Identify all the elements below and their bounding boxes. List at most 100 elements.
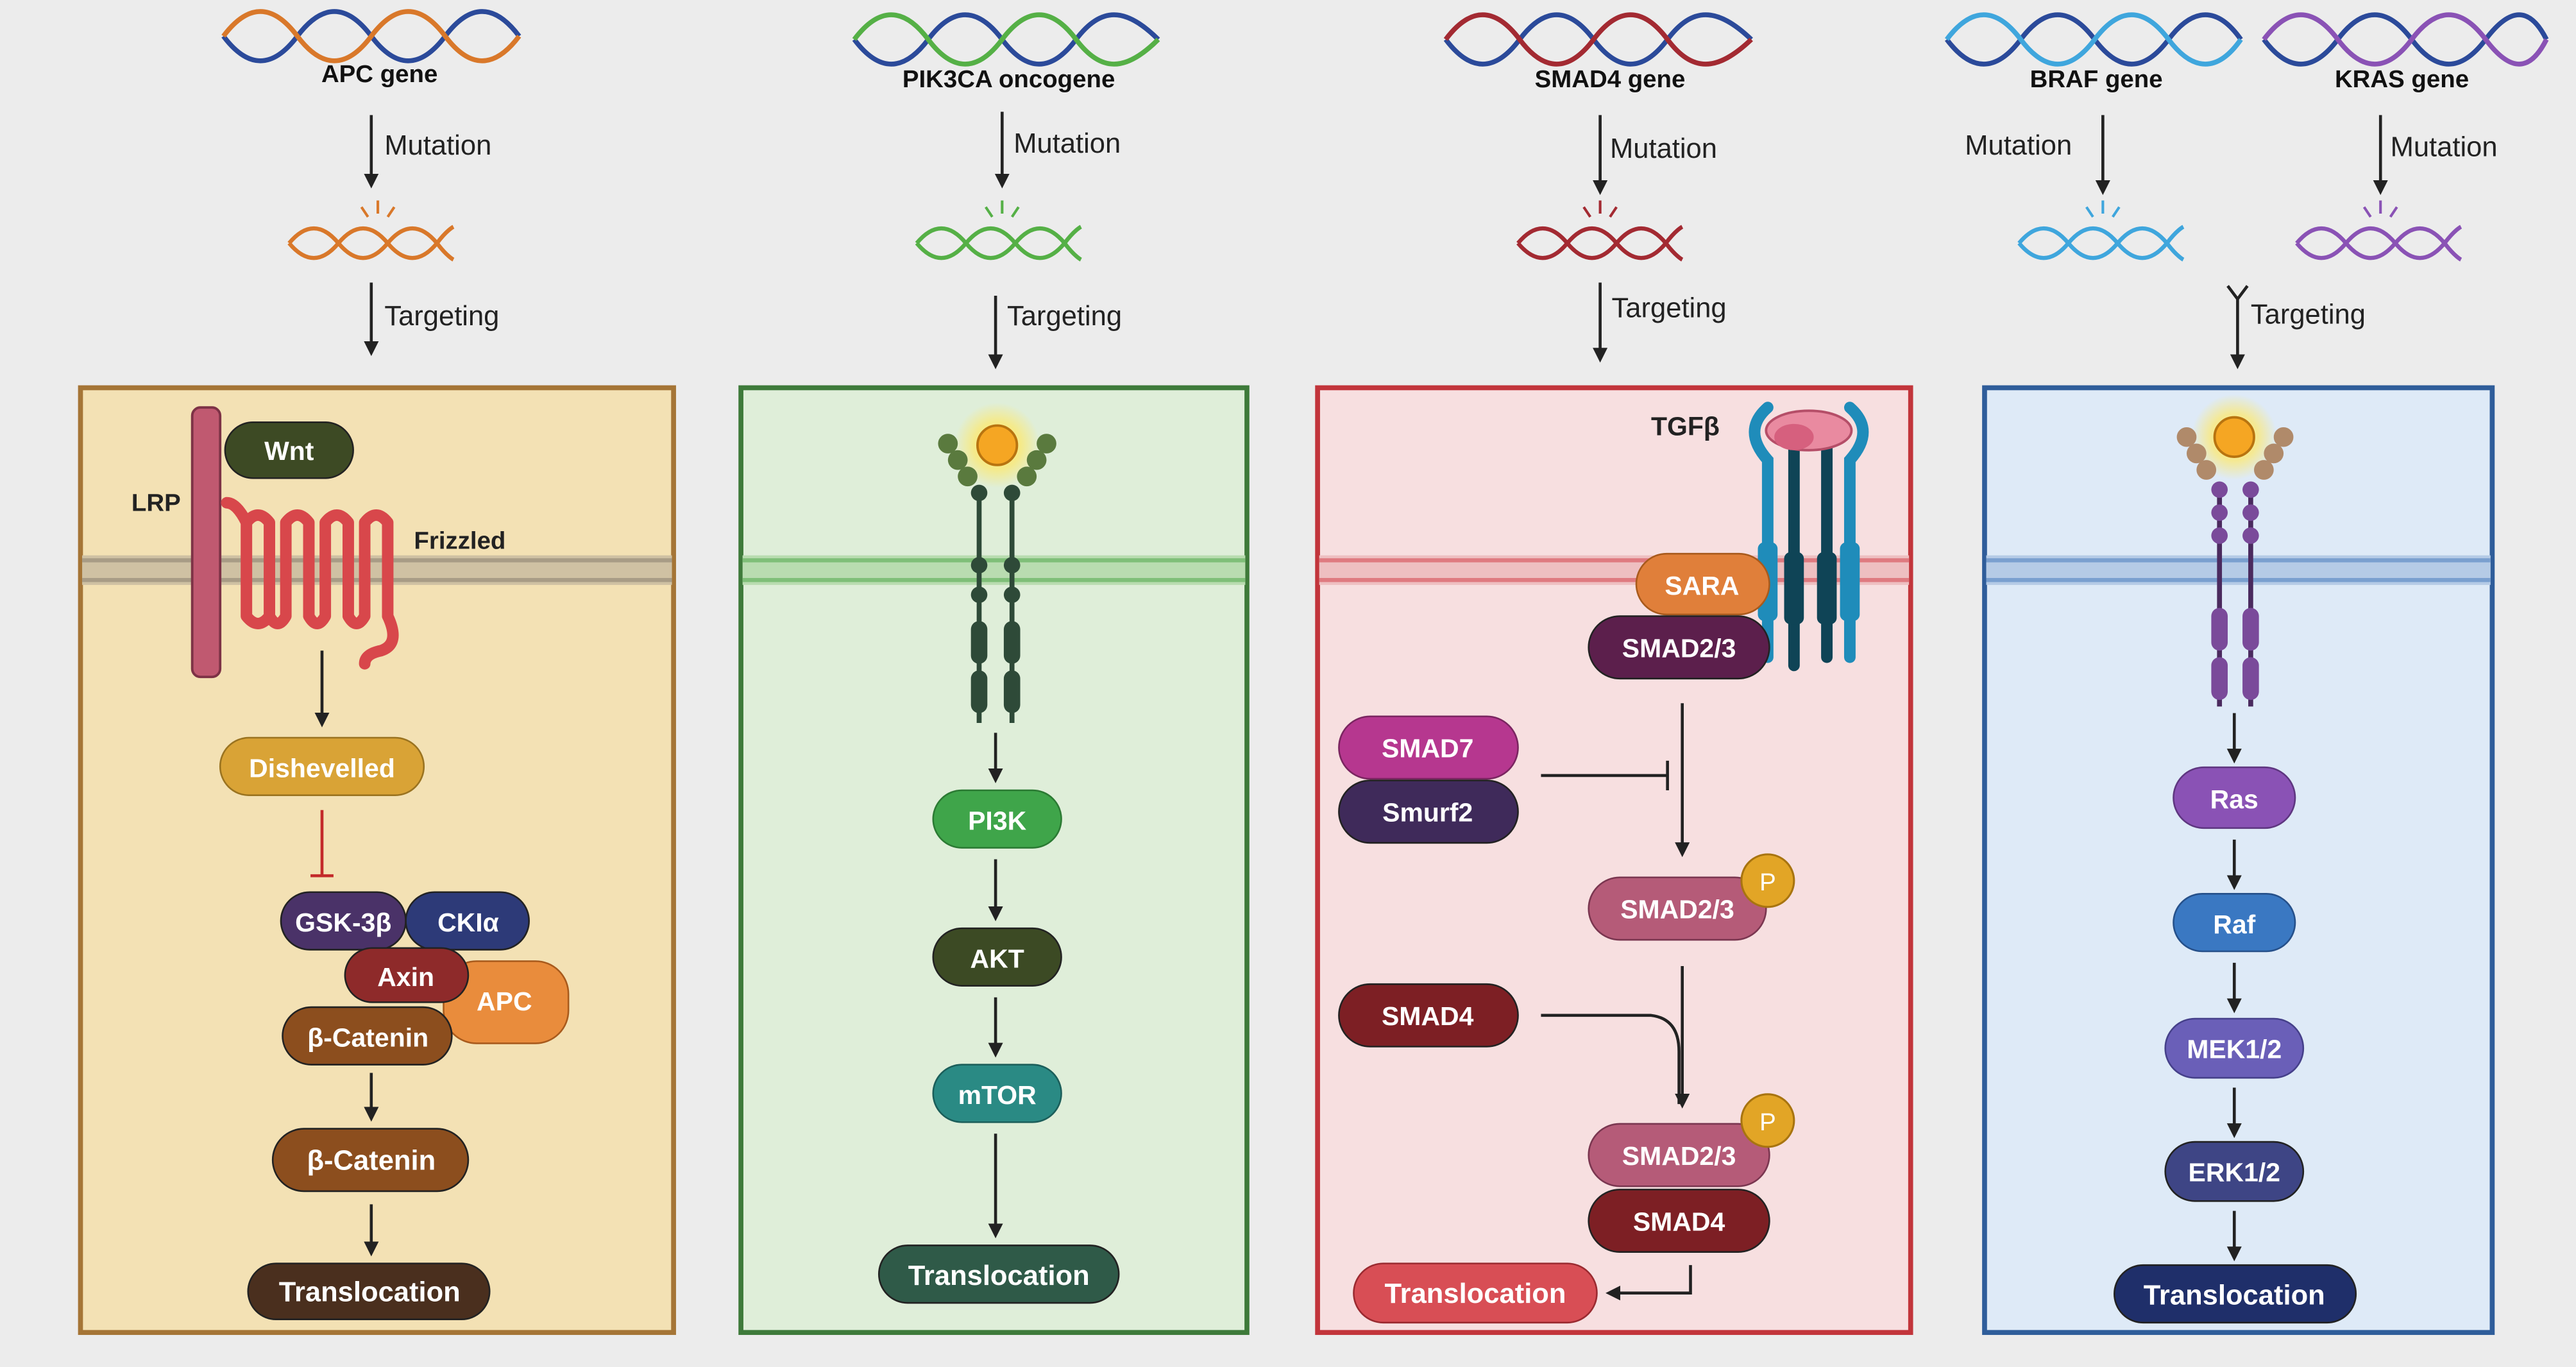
smad23-phospho-complex: [1588, 1123, 1770, 1187]
akt-label: AKT: [970, 944, 1024, 974]
mtor-label: mTOR: [958, 1080, 1037, 1110]
axin-protein: [344, 947, 470, 1003]
beta-catenin-label: β-Catenin: [307, 1146, 436, 1176]
erk-label: ERK1/2: [2189, 1158, 2280, 1187]
smad4-label: SMAD4: [1382, 1001, 1474, 1031]
ras-protein: [2173, 766, 2296, 829]
sara-label: SARA: [1665, 571, 1739, 600]
targeting-label: Targeting: [2251, 300, 2366, 330]
gene-label: BRAF gene: [2030, 65, 2163, 93]
pi3k-label: PI3K: [968, 806, 1026, 835]
akt-protein: [932, 927, 1062, 987]
gene-label: KRAS gene: [2335, 65, 2469, 93]
translocation-badge: [877, 1244, 1120, 1304]
mapk-panel: Ras Raf MEK1/2 ERK1/2 Translocation: [1982, 385, 2495, 1336]
raf-protein: [2173, 893, 2296, 953]
translocation-label: Translocation: [2144, 1280, 2325, 1311]
dna-helix-icon: [1944, 12, 2243, 67]
frizzled-label: Frizzled: [414, 527, 505, 554]
pi3k-panel: PI3K AKT mTOR Translocation: [738, 385, 1250, 1336]
frizzled-receptor: [221, 497, 399, 670]
smad4-label: SMAD4: [1633, 1207, 1725, 1236]
mek-protein: [2164, 1017, 2305, 1079]
targeting-label: Targeting: [1612, 293, 1727, 323]
mutation-label: Mutation: [384, 130, 491, 161]
destruction-complex: APC GSK-3β CKIα Axin β-Catenin: [280, 891, 570, 1066]
smad23p-label: SMAD2/3: [1622, 1141, 1736, 1171]
smad7-protein: [1338, 715, 1519, 780]
gene-label: PIK3CA oncogene: [902, 65, 1115, 93]
mutated-dna-icon: [2017, 200, 2185, 262]
raf-label: Raf: [2213, 910, 2255, 939]
apc-label: APC: [477, 987, 532, 1016]
lrp-receptor: [191, 406, 222, 679]
mutated-dna-icon: [287, 200, 455, 262]
axin-label: Axin: [377, 962, 434, 992]
cell-membrane: [742, 555, 1246, 585]
smad7-label: SMAD7: [1382, 734, 1473, 763]
translocation-label: Translocation: [1384, 1278, 1566, 1309]
ras-label: Ras: [2210, 785, 2258, 814]
smurf2-protein: [1338, 779, 1519, 844]
smad4-complex: [1588, 1189, 1770, 1253]
cell-membrane: [1319, 555, 1910, 585]
inhibition-arrow: [310, 810, 334, 878]
phosphate-badge: [1740, 853, 1795, 908]
targeting-label: Targeting: [1007, 301, 1122, 332]
dna-helix-icon: [2262, 12, 2549, 67]
phosphate-label: P: [1759, 869, 1776, 896]
tgfb-panel: TGFβ SARA SMAD2/3 SMAD7 Smurf2: [1315, 385, 1913, 1336]
beta-catenin-free: [271, 1128, 470, 1193]
pathway-arrow: [1541, 1014, 1681, 1105]
receptor-tyrosine-kinase-icon: [938, 402, 1056, 723]
cell-membrane: [1986, 555, 2491, 585]
ck1a-protein: [405, 891, 530, 951]
inhibition-arrow: [1541, 760, 1669, 790]
translocation-label: Translocation: [908, 1261, 1090, 1291]
mutation-label: Mutation: [1965, 130, 2072, 161]
receptor-tyrosine-kinase-icon: [2176, 394, 2294, 707]
panel-frame: [738, 385, 1250, 1336]
tgfb-label: TGFβ: [1651, 412, 1720, 441]
mek-label: MEK1/2: [2187, 1034, 2282, 1064]
gene-smad4: SMAD4 gene: [1443, 12, 1753, 93]
targeting-label: Targeting: [384, 301, 499, 332]
mutation-label: Mutation: [1013, 128, 1121, 159]
pathway-arrow: [1606, 1265, 1692, 1301]
mutated-dna-icon: [1516, 200, 1684, 262]
wnt-panel: LRP Frizzled Wnt Dishevelled APC GSK-3β …: [78, 385, 676, 1336]
beta-catenin-bound: [282, 1006, 453, 1066]
gene-pik3ca: PIK3CA oncogene: [852, 12, 1160, 93]
smad4-protein: [1338, 983, 1519, 1048]
wnt-ligand: [224, 421, 354, 479]
ck1a-label: CKIα: [437, 908, 499, 937]
sara-protein: [1635, 552, 1770, 616]
erk-protein: [2164, 1141, 2305, 1202]
gsk3b-label: GSK-3β: [295, 908, 391, 937]
smurf2-label: Smurf2: [1382, 798, 1473, 828]
mutated-dna-icon: [2295, 200, 2462, 262]
beta-catenin-label: β-Catenin: [307, 1023, 428, 1053]
mutation-label: Mutation: [2391, 132, 2498, 162]
gene-label: SMAD4 gene: [1535, 65, 1686, 93]
lrp-label: LRP: [131, 489, 181, 517]
translocation-badge: [2114, 1264, 2357, 1324]
gene-braf: BRAF gene: [1944, 12, 2243, 93]
gene-apc: APC gene: [221, 9, 521, 88]
translocation-badge: [1353, 1262, 1598, 1324]
phosphate-label: P: [1759, 1108, 1776, 1136]
wnt-label: Wnt: [264, 436, 314, 466]
gene-label: APC gene: [321, 60, 437, 88]
translocation-label: Translocation: [279, 1277, 461, 1308]
mtor-protein: [932, 1064, 1062, 1123]
smad23-phospho-protein: [1588, 876, 1767, 941]
dishevelled-protein: [219, 736, 425, 796]
smad23-protein: [1588, 615, 1770, 680]
dishevelled-label: Dishevelled: [249, 753, 395, 783]
smad23-label: SMAD2/3: [1622, 634, 1736, 663]
tgfb-receptor-icon: [1749, 402, 1869, 672]
dna-helix-icon: [1443, 12, 1753, 67]
cell-membrane: [82, 555, 672, 585]
dna-helix-icon: [852, 12, 1160, 67]
